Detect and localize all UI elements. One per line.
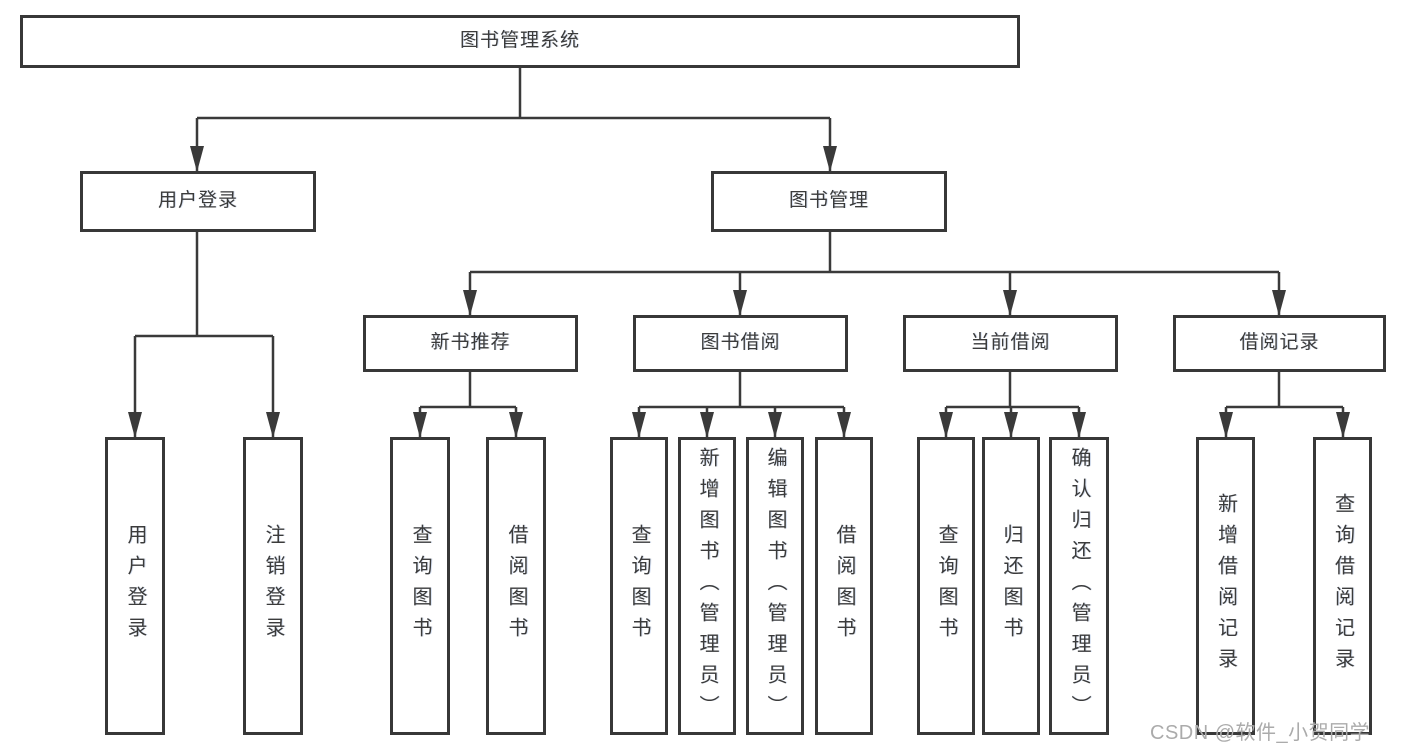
node-new-book-recommend: 新书推荐 [363, 315, 578, 372]
node-user-login: 用户登录 [80, 171, 316, 232]
node-book-borrow: 图书借阅 [633, 315, 848, 372]
node-book-management: 图书管理 [711, 171, 947, 232]
node-current-borrow: 当前借阅 [903, 315, 1118, 372]
leaf-edit-book-admin: 编辑图书（管理员） [746, 437, 804, 735]
leaf-add-book-admin: 新增图书（管理员） [678, 437, 736, 735]
leaf-user-login: 用户登录 [105, 437, 165, 735]
connector-bookmgmt-to-level3 [463, 232, 1286, 316]
leaf-query-books-recommend: 查询图书 [390, 437, 450, 735]
leaf-borrow-books: 借阅图书 [815, 437, 873, 735]
leaf-return-books: 归还图书 [982, 437, 1040, 735]
connector-root-to-level2 [190, 68, 837, 172]
leaf-query-borrow-record: 查询借阅记录 [1313, 437, 1372, 735]
connector-currentborrow-to-leaves [939, 372, 1086, 438]
leaf-borrow-books-recommend: 借阅图书 [486, 437, 546, 735]
connector-bookborrow-to-leaves [632, 372, 851, 438]
watermark: CSDN @软件_小贺同学 [1150, 722, 1371, 744]
connector-userlogin-to-leaves [128, 232, 280, 438]
node-root: 图书管理系统 [20, 15, 1020, 68]
connector-records-to-leaves [1219, 372, 1350, 438]
leaf-query-books-borrow: 查询图书 [610, 437, 668, 735]
leaf-confirm-return-admin: 确认归还（管理员） [1049, 437, 1109, 735]
leaf-logout: 注销登录 [243, 437, 303, 735]
node-borrow-records: 借阅记录 [1173, 315, 1386, 372]
connector-newbook-to-leaves [413, 372, 523, 438]
leaf-add-borrow-record: 新增借阅记录 [1196, 437, 1255, 735]
leaf-query-books-current: 查询图书 [917, 437, 975, 735]
